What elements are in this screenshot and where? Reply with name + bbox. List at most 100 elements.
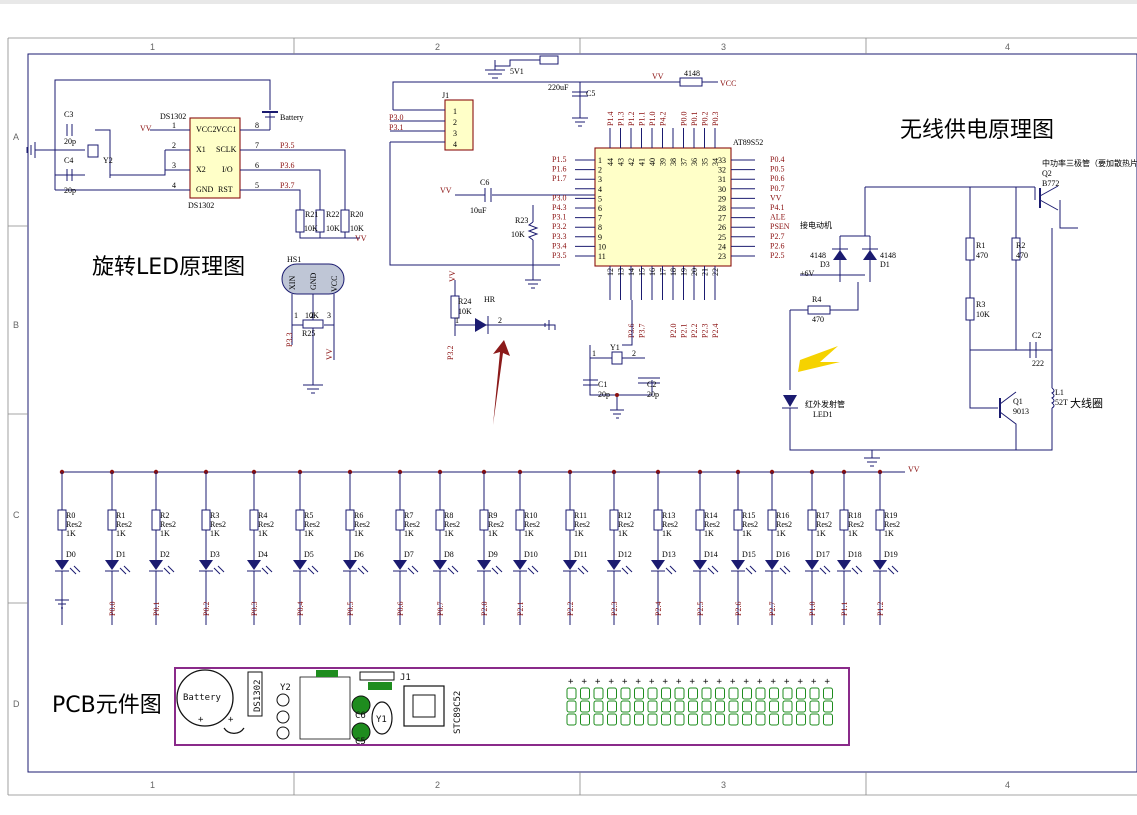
j1-pin1: 1 [453, 107, 457, 116]
led-res-value: 1K [662, 529, 672, 538]
pcb-pad [580, 700, 590, 713]
pcb-led-plus: + [717, 677, 723, 687]
mcu-net-left: P3.3 [552, 232, 566, 241]
pcb-pad [755, 700, 766, 713]
mcu-pinnum-left: 5 [598, 194, 602, 203]
red-arrow-annotation [493, 340, 510, 425]
mcu-pinnum-right: 27 [718, 214, 726, 223]
led-ref: D0 [66, 550, 76, 559]
led-net: P0.7 [436, 602, 445, 616]
led-res-type: Res2 [704, 520, 720, 529]
mcu-net-top: P0.2 [701, 112, 710, 126]
ds1302-pin-io: I/O [222, 165, 233, 174]
top-vv: VV [652, 72, 664, 81]
mcu-pinnum-bottom: 21 [701, 268, 710, 276]
r21-ref: R21 [305, 210, 318, 219]
pcb-pad [593, 713, 604, 726]
mcu-net-bottom: P2.0 [669, 324, 678, 338]
led-ref: D7 [404, 550, 414, 559]
mcu-pinnum-bottom: 16 [648, 268, 657, 276]
frame-col-2: 2 [435, 42, 440, 52]
pcb-pad [796, 687, 806, 700]
ds1302-body [189, 117, 241, 199]
pcb-battery-outline [176, 669, 234, 727]
led-ref: D2 [160, 550, 170, 559]
r23-value: 10K [511, 230, 525, 239]
r22-ref: R22 [326, 210, 339, 219]
led-res-value: 1K [848, 529, 858, 538]
pcb-pad [809, 700, 820, 713]
led-res-value: 1K [884, 529, 894, 538]
led-res-ref: R10 [524, 511, 537, 520]
pcb-led-plus: + [784, 677, 790, 687]
d1-value: 4148 [880, 251, 896, 260]
led-resistor [395, 509, 405, 531]
mcu-body [594, 147, 732, 267]
pcb-led-pads: ++++++++++++++++++++ [566, 677, 833, 726]
q1-value: 9013 [1013, 407, 1029, 416]
led-net: P0.2 [202, 602, 211, 616]
mcu-net-top: P1.0 [648, 112, 657, 126]
led-res-value: 1K [742, 529, 752, 538]
led-res-value: 1K [574, 529, 584, 538]
pcb-battery-label: Battery [183, 693, 222, 703]
frame-col-3-bottom: 3 [721, 780, 726, 790]
mcu-net-top: P1.4 [606, 112, 615, 126]
led-net: P2.4 [654, 602, 663, 616]
y1-pin2: 2 [632, 349, 636, 358]
battery-label: Battery [280, 113, 304, 122]
led-array: VV R0Res21KD0R1Res21KD1P0.0R2Res21KD2P0.… [55, 465, 920, 625]
pcb-led-plus: + [703, 677, 709, 687]
frame-row-d: D [13, 699, 20, 709]
rtc-vv-res: VV [355, 234, 367, 243]
mcu-pinnum-bottom: 15 [638, 268, 647, 276]
mcu-pinnum-top: 41 [638, 158, 647, 166]
pcb-led-plus: + [730, 677, 736, 687]
led-ref: D12 [618, 550, 632, 559]
mcu-pinnum-top: 42 [627, 158, 636, 166]
ds1302-pin-rst: RST [218, 185, 233, 194]
led-res-ref: R2 [160, 511, 169, 520]
pcb-pad [715, 700, 725, 713]
frame-col-4: 4 [1005, 42, 1010, 52]
led-resistor [839, 509, 849, 531]
pcb-led-plus: + [663, 677, 669, 687]
led-ref: D15 [742, 550, 756, 559]
l1-ref: L1 [1055, 388, 1064, 397]
led-res-type: Res2 [848, 520, 864, 529]
led1-ref: LED1 [813, 410, 833, 419]
pcb-ds1302-label: DS1302 [253, 679, 263, 712]
led-resistor [767, 509, 777, 531]
j1-net-p30: P3.0 [389, 113, 403, 122]
r2-ref: R2 [1016, 241, 1025, 250]
pcb-pad [566, 713, 577, 726]
led-net: P2.2 [566, 602, 575, 616]
mcu-net-top: P4.2 [659, 112, 668, 126]
pcb-pad [593, 687, 604, 700]
c3-value: 20p [64, 137, 76, 146]
pcb-c5-label: C5 [355, 737, 366, 747]
pcb-pad [823, 700, 833, 713]
led-ref: D4 [258, 550, 268, 559]
coil-label: 大线圈 [1070, 396, 1103, 410]
led-res-type: Res2 [354, 520, 370, 529]
led-res-value: 1K [776, 529, 786, 538]
d1-ref: D1 [880, 260, 890, 269]
hr-receiver: R24 10K HR 1 2 VV P3.2 [446, 270, 556, 425]
pcb-pad [769, 700, 779, 713]
top-power: 5V1 220uF C5 VV 4148 VCC J1 1 2 3 4 P3.0… [389, 55, 736, 289]
mcu-net-right: ALE [770, 213, 786, 222]
led-net: P0.1 [152, 602, 161, 616]
led-net: P2.5 [696, 602, 705, 616]
led-resistor [609, 509, 619, 531]
led-res-type: Res2 [66, 520, 82, 529]
ds1302-pinnum-1: 1 [172, 121, 176, 130]
pcb-pad [620, 687, 631, 700]
pcb-pad [634, 700, 644, 713]
led-diode [293, 560, 307, 570]
mcu-net-right: P2.7 [770, 232, 784, 241]
led-resistor [653, 509, 663, 531]
led-res-ref: R18 [848, 511, 861, 520]
mcu-pinnum-right: 33 [718, 156, 726, 165]
r23-ref: R23 [515, 216, 528, 225]
